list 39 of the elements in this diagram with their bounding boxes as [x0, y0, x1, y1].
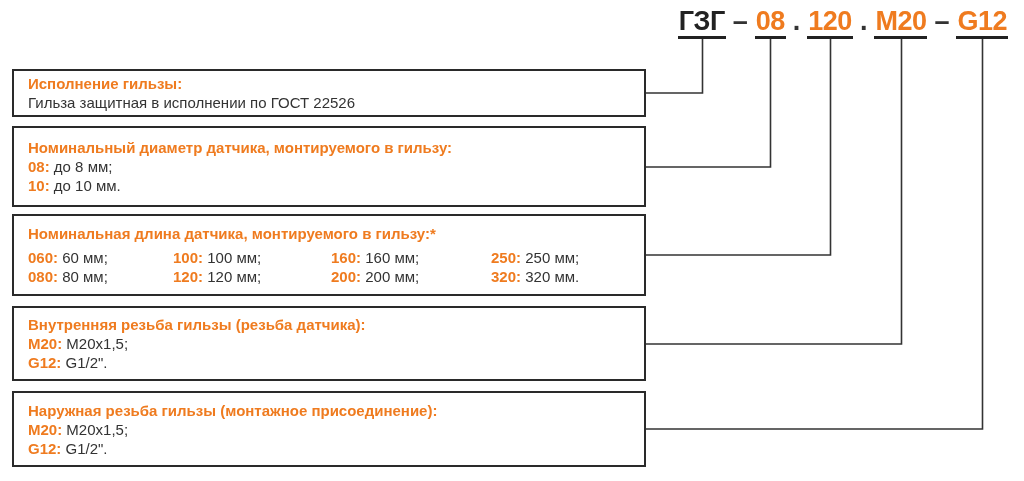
option-text: 320: 320 мм.: [491, 267, 581, 286]
option-text: 10: до 10 мм.: [28, 176, 122, 195]
info-box: [12, 391, 646, 467]
leader-line: [645, 38, 903, 345]
code-separator: .: [859, 6, 868, 38]
code-segment: 08: [754, 6, 786, 39]
info-box: [12, 126, 646, 207]
option-text: M20: M20x1,5;: [28, 419, 130, 439]
option-text: 250: 250 мм;: [491, 248, 581, 267]
leader-line: [645, 38, 772, 168]
leader-line: [645, 38, 832, 256]
option-text: G12: G1/2".: [28, 353, 109, 372]
box-heading: Номинальная длина датчика, монтируемого в гильзу:*: [28, 224, 437, 243]
code-segment: G12: [956, 6, 1008, 39]
info-box: [12, 306, 646, 381]
code-separator: –: [934, 6, 950, 38]
option-text: 060: 60 мм;: [28, 248, 109, 267]
code-separator: .: [792, 6, 801, 38]
option-text: M20: M20x1,5;: [28, 334, 130, 353]
option-text: 120: 120 мм;: [173, 267, 263, 286]
info-box: [12, 214, 646, 296]
box-heading: Исполнение гильзы:: [28, 74, 184, 93]
option-text: 100: 100 мм;: [173, 248, 263, 267]
code-segment: 120: [807, 6, 853, 39]
leader-line: [645, 38, 704, 94]
option-text: 080: 80 мм;: [28, 267, 109, 286]
option-text: 160: 160 мм;: [331, 248, 421, 267]
leader-line: [645, 38, 984, 430]
box-heading: Номинальный диаметр датчика, монтируемого в гильзу:: [28, 138, 454, 157]
option-text: G12: G1/2".: [28, 438, 109, 458]
code-separator: –: [732, 6, 748, 38]
code-segment: M20: [874, 6, 928, 39]
box-heading: Наружная резьба гильзы (монтажное присоединение):: [28, 400, 439, 420]
code-segment: ГЗГ: [677, 6, 726, 39]
option-text: 200: 200 мм;: [331, 267, 421, 286]
option-text: Гильза защитная в исполнении по ГОСТ 22526: [28, 93, 357, 112]
option-text: 08: до 8 мм;: [28, 157, 114, 176]
box-heading: Внутренняя резьба гильзы (резьба датчика):: [28, 315, 367, 334]
info-box: [12, 69, 646, 117]
